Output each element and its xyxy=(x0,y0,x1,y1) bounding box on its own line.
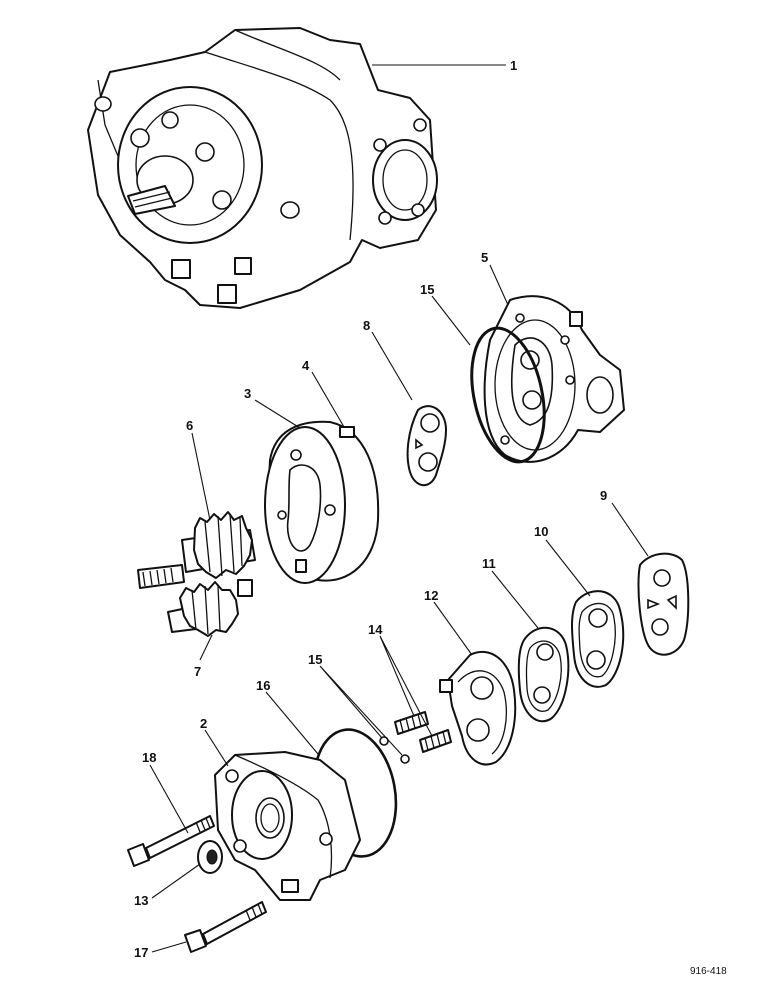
part-12-wear-plate xyxy=(439,650,517,766)
part-2-front-cover xyxy=(214,751,361,901)
part-17-bolt xyxy=(184,901,267,953)
part-15-balls xyxy=(379,736,410,764)
part-5-end-cover xyxy=(483,295,625,463)
callout-12: 12 xyxy=(424,588,438,603)
callout-17: 17 xyxy=(134,945,148,960)
part-11-gasket xyxy=(517,626,570,723)
callout-1: 1 xyxy=(510,58,517,73)
callout-13: 13 xyxy=(134,893,148,908)
part-13-washer xyxy=(197,840,223,874)
part-10-seal-plate xyxy=(571,590,625,688)
part-9-thrust-plate xyxy=(637,552,690,656)
callout-8: 8 xyxy=(363,318,370,333)
part-6-drive-gear xyxy=(137,511,256,589)
callout-6: 6 xyxy=(186,418,193,433)
callout-16: 16 xyxy=(256,678,270,693)
part-15-large-o-ring xyxy=(470,326,546,464)
callout-7: 7 xyxy=(194,664,201,679)
callout-9: 9 xyxy=(600,488,607,503)
callout-10: 10 xyxy=(534,524,548,539)
callout-2: 2 xyxy=(200,716,207,731)
callout-18: 18 xyxy=(142,750,156,765)
callout-numbers: 1 2 3 4 5 6 7 8 9 10 11 12 13 14 15 15 1… xyxy=(134,58,607,960)
part-4-dowel xyxy=(339,426,355,438)
part-3-gear-body xyxy=(264,420,380,584)
callout-3: 3 xyxy=(244,386,251,401)
part-14-springs xyxy=(394,711,452,753)
part-8-seal-plate xyxy=(406,405,447,487)
part-7-driven-gear xyxy=(167,579,253,637)
leader-lines xyxy=(149,64,649,953)
callout-15-lower: 15 xyxy=(308,652,322,667)
part-18-long-bolt xyxy=(127,815,215,867)
drawing-code: 916-418 xyxy=(690,966,727,977)
callout-14: 14 xyxy=(368,622,383,637)
part-1-pump-housing xyxy=(87,27,438,309)
callout-15-upper: 15 xyxy=(420,282,434,297)
callout-11: 11 xyxy=(482,556,496,571)
callout-5: 5 xyxy=(481,250,488,265)
callout-4: 4 xyxy=(302,358,310,373)
